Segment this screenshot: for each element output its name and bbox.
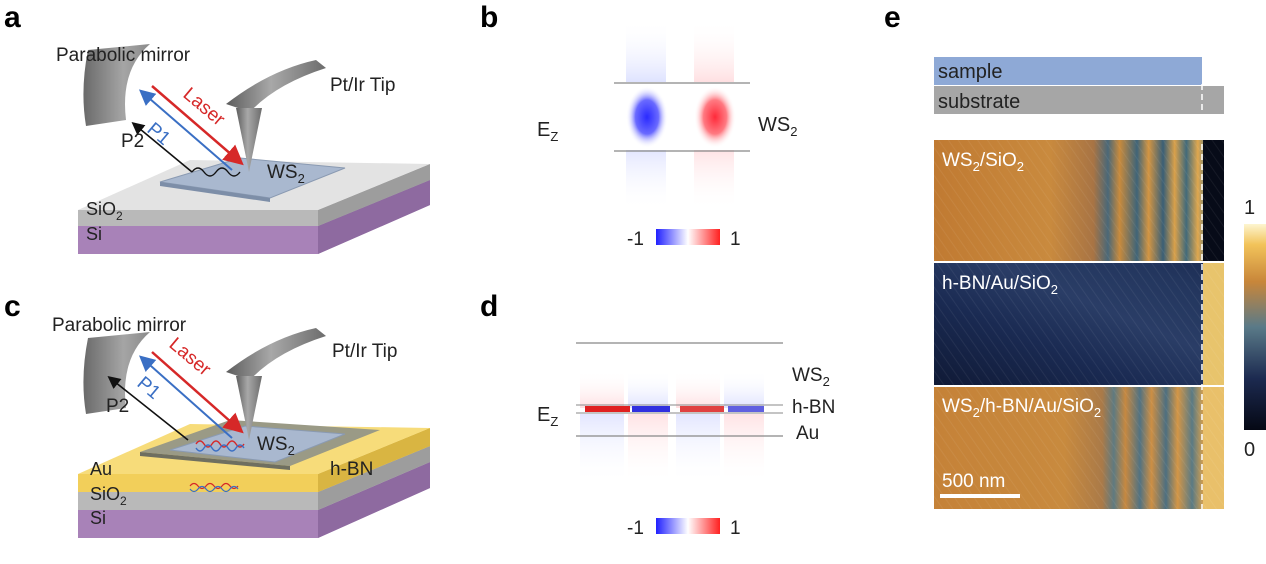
colorbar-min: -1 [627, 518, 644, 539]
tip-label: Pt/Ir Tip [330, 75, 395, 96]
parabolic-mirror-shape [83, 332, 150, 414]
ws2-flake [169, 425, 346, 463]
colorbar [656, 229, 720, 245]
gap-field-blue [632, 406, 670, 412]
laser-beam [151, 85, 244, 166]
au-label: Au [90, 459, 112, 479]
si-label: Si [86, 224, 102, 244]
p2-label: P2 [121, 131, 144, 152]
field-lobe-red [694, 86, 736, 148]
panel-b: b EZ WS2 -1 1 [480, 1, 797, 250]
panel-letter-c: c [4, 290, 21, 323]
pt-ir-tip [236, 108, 262, 172]
gap-field-red [585, 406, 630, 412]
colorbar-max: 1 [730, 229, 741, 250]
parabolic-mirror-shape [83, 44, 150, 126]
p1-beam [138, 89, 233, 171]
tip-cantilever [226, 60, 326, 112]
panel-d: d EZ WS2 h-BN Au -1 1 [480, 290, 835, 539]
plasmon-wave-image [189, 482, 239, 490]
si-label: Si [90, 508, 106, 528]
colorbar [656, 518, 720, 534]
laser-label: Laser [179, 84, 229, 131]
colorbar-max: 1 [1244, 197, 1255, 219]
p2-beam [131, 121, 193, 173]
ws2-label: WS2 [758, 114, 797, 139]
ez-label: EZ [537, 119, 558, 144]
mirror-label: Parabolic mirror [52, 315, 187, 336]
tip-cantilever [226, 328, 326, 380]
ws2-label: WS2 [267, 162, 305, 186]
image3-label: WS2/h-BN/Au/SiO2 [942, 396, 1101, 420]
laser-beam [151, 351, 244, 434]
laser-label: Laser [165, 334, 215, 381]
field-fringe-top-red [694, 20, 734, 82]
scalebar [940, 494, 1020, 498]
mirror-label: Parabolic mirror [56, 45, 191, 66]
sio2-label: SiO2 [86, 199, 123, 223]
polariton-wave [191, 167, 241, 177]
intensity-colorbar [1244, 224, 1266, 430]
p2-beam [107, 376, 189, 441]
hbn-layer-label: h-BN [792, 397, 835, 418]
panel-letter-d: d [480, 290, 498, 323]
panel-letter-e: e [884, 1, 901, 34]
p1-label: P1 [143, 119, 174, 150]
colorbar-min: 0 [1244, 439, 1255, 461]
colorbar-min: -1 [627, 229, 644, 250]
field-fringe-bottom-red [694, 150, 734, 210]
sio2-label: SiO2 [90, 484, 127, 508]
image2-label: h-BN/Au/SiO2 [942, 273, 1058, 297]
hbn-label: h-BN [330, 459, 373, 480]
ws2-layer-label: WS2 [792, 365, 830, 389]
plasmon-wave-top [195, 440, 245, 448]
tip-label: Pt/Ir Tip [332, 341, 397, 362]
sample-bar-label: sample [938, 61, 1002, 83]
p2-label: P2 [106, 396, 129, 417]
ez-label: EZ [537, 404, 558, 429]
ws2-label: WS2 [257, 434, 295, 458]
field-fringe-bottom-blue [626, 150, 666, 210]
panel-letter-a: a [4, 1, 21, 34]
panel-e: e sample substrate WS2/SiO2 h-BN/Au/SiO2… [884, 1, 1266, 509]
field-lobe-blue [626, 86, 668, 148]
sample-bar [934, 57, 1202, 85]
panel-c: c Parabolic mirror Pt/Ir Tip Laser [4, 290, 430, 538]
panel-a: a Parabolic mirror Pt/Ir Tip Laser P1 P2… [4, 1, 430, 254]
substrate-bar-label: substrate [938, 91, 1020, 113]
panel-letter-b: b [480, 1, 498, 34]
pt-ir-tip [236, 376, 262, 440]
image1-label: WS2/SiO2 [942, 150, 1024, 174]
au-layer-label: Au [796, 423, 819, 444]
field-fringe-top-blue [626, 20, 666, 82]
colorbar-max: 1 [730, 518, 741, 539]
scalebar-label: 500 nm [942, 471, 1005, 492]
p1-beam [139, 355, 233, 439]
substrate-bar [934, 86, 1224, 114]
